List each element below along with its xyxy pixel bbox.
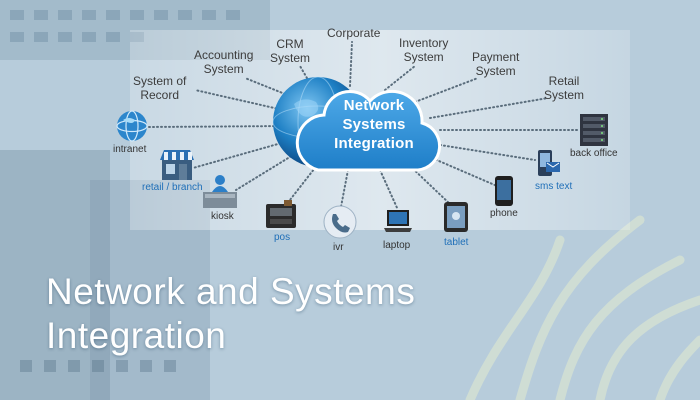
telephone-icon: [323, 205, 357, 239]
connector-pos: [285, 163, 319, 206]
system-label-retail-system: Retail System: [544, 74, 584, 102]
laptop-icon: [384, 210, 412, 232]
hub-label-line: Integration: [334, 135, 414, 152]
connector-phone: [431, 157, 498, 187]
device-label-pos: pos: [274, 232, 291, 243]
page-title-line: Integration: [46, 315, 227, 356]
system-label-line: Payment: [472, 50, 520, 64]
pos-terminal-icon: [266, 200, 296, 228]
connector-intranet: [147, 125, 291, 128]
system-label-line: System: [203, 62, 244, 76]
connector-retail-branch: [192, 139, 293, 169]
connector-laptop: [379, 169, 399, 211]
connector-corporate: [349, 41, 353, 87]
system-label-system-of-record: System of Record: [133, 74, 186, 102]
connector-retail-system: [429, 97, 549, 119]
system-label-line: System of: [133, 74, 187, 88]
connector-kiosk: [235, 151, 299, 191]
system-label-line: Record: [140, 88, 180, 102]
hub-label-line: Systems: [342, 116, 406, 133]
hub-label: Network Systems Integration: [318, 96, 430, 153]
device-label-sms-text: sms text: [535, 181, 573, 192]
smartphone-icon: [495, 176, 513, 206]
globe-icon: [116, 110, 148, 142]
sms-phone-icon: [538, 150, 560, 176]
connector-sms-text: [439, 144, 536, 161]
connector-payment-system: [414, 77, 479, 103]
page-title-line: Network and Systems: [46, 271, 416, 312]
connector-inventory-system: [384, 65, 416, 91]
device-label-ivr: ivr: [333, 242, 344, 253]
connector-ivr: [339, 169, 349, 213]
system-label-inventory-system: Inventory System: [399, 36, 448, 64]
device-label-intranet: intranet: [113, 144, 147, 155]
system-label-line: System: [544, 88, 585, 102]
system-label-payment-system: Payment System: [472, 50, 519, 78]
tablet-icon: [444, 202, 468, 232]
hub-label-line: Network: [343, 97, 405, 114]
device-label-tablet: tablet: [444, 237, 469, 248]
device-label-laptop: laptop: [383, 240, 411, 251]
system-label-line: System: [270, 51, 311, 65]
system-label-line: Retail: [548, 74, 580, 88]
system-label-corporate: Corporate: [327, 26, 380, 40]
connector-tablet: [409, 165, 451, 205]
kiosk-icon: [203, 175, 237, 208]
server-icon: [580, 114, 608, 146]
system-label-line: Corporate: [327, 26, 381, 40]
system-label-line: Inventory: [399, 36, 449, 50]
device-label-kiosk: kiosk: [211, 211, 234, 222]
system-label-line: CRM: [276, 37, 304, 51]
page-title: Network and Systems Integration: [46, 270, 415, 358]
system-label-crm-system: CRM System: [270, 37, 310, 65]
system-label-line: Accounting: [194, 48, 254, 62]
storefront-icon: [160, 150, 194, 180]
system-label-line: System: [403, 50, 444, 64]
system-label-line: System: [475, 64, 516, 78]
device-label-back-office: back office: [570, 148, 618, 159]
hub-cloud-icon: [295, 89, 442, 172]
device-label-retail-branch: retail / branch: [142, 182, 203, 193]
system-label-accounting-system: Accounting System: [194, 48, 253, 76]
device-label-phone: phone: [490, 208, 518, 219]
